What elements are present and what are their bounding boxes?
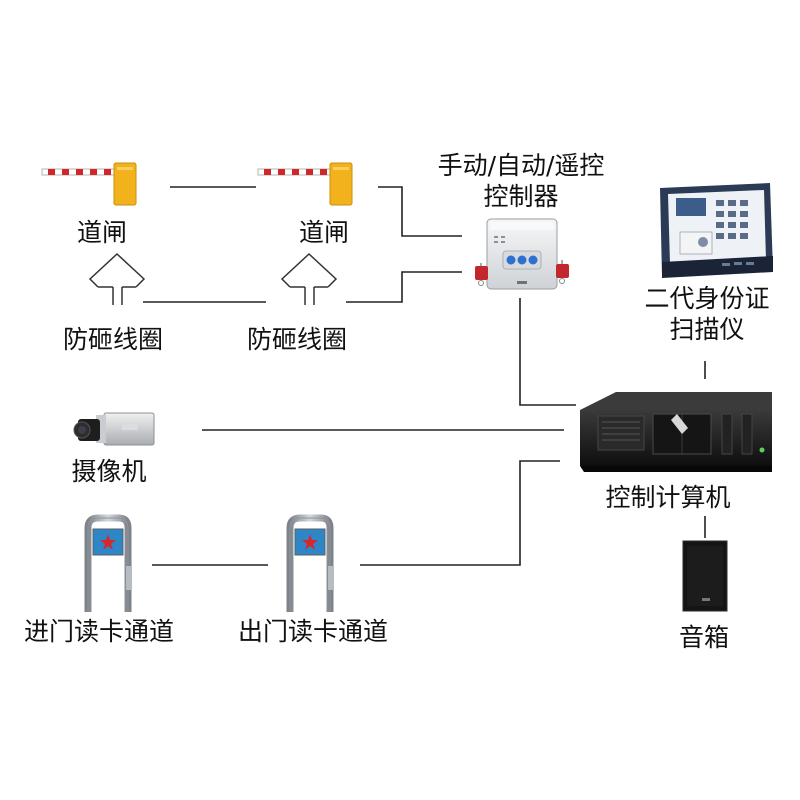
speaker-icon: [682, 540, 728, 612]
controller-icon: [486, 218, 558, 290]
remote-icon: [475, 263, 488, 286]
barrier-gate-icon: [257, 162, 353, 206]
loop1-label: 防砸线圈: [62, 325, 163, 354]
reader-gate-icon: [84, 514, 132, 612]
line-exit-computer: [360, 460, 560, 566]
barrier-gate-icon: [41, 162, 137, 206]
line-loop2-controller: [346, 271, 462, 303]
camera-label: 摄像机: [71, 457, 147, 486]
camera-icon: [73, 412, 155, 446]
line-gate2-controller: [378, 186, 462, 237]
loop-coil-icon: [280, 252, 338, 305]
id-scanner-label: 二代身份证 扫描仪: [644, 284, 770, 344]
computer-label: 控制计算机: [605, 483, 731, 512]
loop-coil-icon: [88, 252, 146, 305]
exit-channel-label: 出门读卡通道: [237, 617, 388, 646]
entry-channel-label: 进门读卡通道: [23, 617, 174, 646]
speaker-label: 音箱: [678, 623, 729, 652]
gate2-label: 道闸: [298, 218, 349, 247]
loop2-label: 防砸线圈: [246, 325, 347, 354]
line-controller-computer: [519, 298, 576, 406]
computer-icon: [580, 392, 772, 472]
connection-lines: [143, 186, 706, 566]
reader-gate-icon: [286, 514, 334, 612]
gate1-label: 道闸: [76, 218, 127, 247]
id-scanner-icon: [660, 183, 773, 278]
remote-icon: [556, 260, 569, 284]
controller-label: 手动/自动/遥控 控制器: [437, 151, 605, 211]
